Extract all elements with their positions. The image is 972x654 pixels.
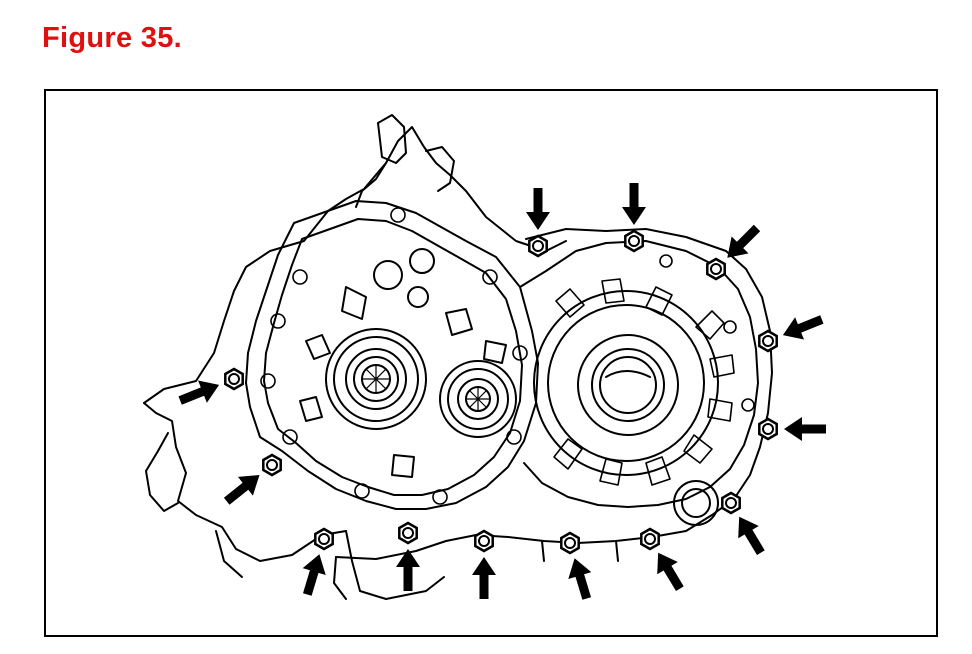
pointer-arrow-icon	[396, 549, 420, 591]
transaxle-diagram	[143, 114, 826, 600]
hex-bolt-icon	[706, 257, 726, 281]
hex-bolt-icon	[528, 234, 548, 258]
pointer-arrow-icon	[727, 224, 761, 258]
hex-bolt-icon	[758, 417, 778, 441]
right-case-face	[519, 240, 759, 508]
pointer-arrow-icon	[738, 516, 765, 555]
pointer-arrow-icon	[302, 554, 326, 596]
figure-title: Figure 35.	[42, 22, 182, 54]
bolt-center	[532, 240, 544, 252]
bolt-center	[762, 335, 774, 347]
hex-bolt-icon	[474, 529, 494, 553]
diagram-frame	[44, 89, 938, 637]
pointer-arrow-icon	[178, 380, 220, 405]
bolt-center	[402, 527, 414, 539]
hex-bolt-icon	[262, 453, 282, 477]
pointer-arrow-icon	[223, 475, 260, 505]
pointer-arrow-icon	[622, 183, 646, 225]
bolt-center	[710, 263, 722, 275]
output-shaft-outer	[439, 360, 517, 438]
transaxle-housing	[143, 114, 773, 600]
arrow-group	[178, 183, 826, 600]
hex-bolt-icon	[398, 521, 418, 545]
sensor-boss	[673, 480, 719, 526]
bolt-center	[318, 533, 330, 545]
bolt-group	[224, 229, 778, 555]
hex-bolt-icon	[721, 491, 741, 515]
bolt-center	[628, 235, 640, 247]
pointer-arrow-icon	[472, 557, 496, 599]
pointer-arrow-icon	[784, 417, 826, 441]
left-lower-body	[143, 402, 347, 562]
pointer-arrow-icon	[526, 188, 550, 230]
differential-bore-outer	[533, 290, 719, 476]
bolt-center	[564, 537, 576, 549]
hex-bolt-icon	[758, 329, 778, 353]
pointer-arrow-icon	[568, 558, 592, 600]
bolt-center	[762, 423, 774, 435]
input-shaft-outer	[325, 328, 427, 430]
bolt-center	[725, 497, 737, 509]
shift-shaft	[377, 114, 407, 164]
bolt-center	[644, 533, 656, 545]
pointer-arrow-icon	[782, 315, 824, 340]
hex-bolt-icon	[560, 531, 580, 555]
hex-bolt-icon	[640, 527, 660, 551]
pointer-arrow-icon	[657, 552, 684, 591]
bolt-center	[478, 535, 490, 547]
hex-bolt-icon	[224, 367, 244, 391]
bolt-center	[266, 459, 278, 471]
gasket-flange	[245, 200, 539, 510]
hex-bolt-icon	[314, 527, 334, 551]
bolt-center	[228, 373, 240, 385]
hex-bolt-icon	[624, 229, 644, 253]
